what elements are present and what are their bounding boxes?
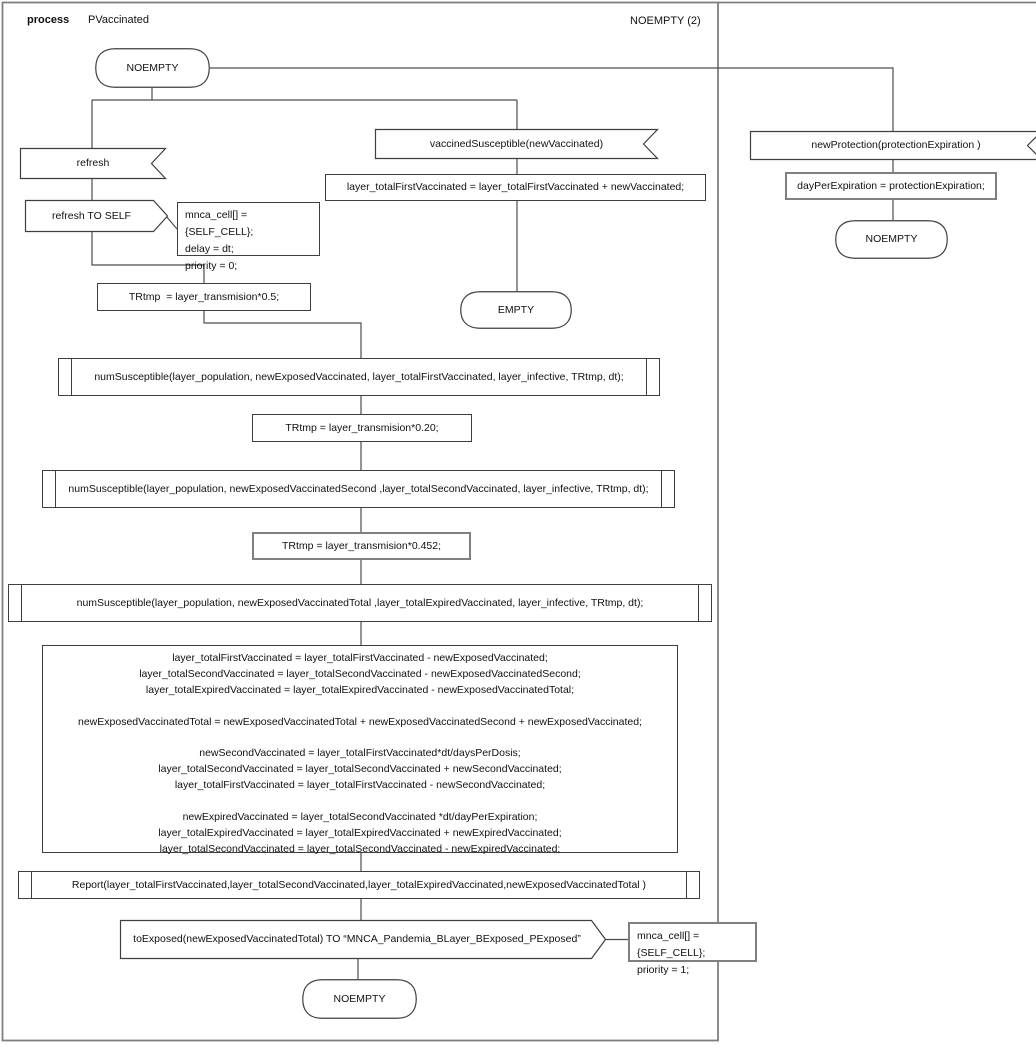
code-box-trtmp-0452[interactable]: TRtmp = layer_transmision*0.452; [252,532,471,560]
code-text: TRtmp = layer_transmision*0.5; [128,290,280,303]
subroutine-text: numSusceptible(layer_population, newExpo… [76,596,644,609]
subroutine-text: Report(layer_totalFirstVaccinated,layer_… [71,878,647,891]
receive-flag-vaccined-susceptible[interactable]: vaccinedSusceptible(newVaccinated) [374,128,659,160]
state-shape [835,220,948,259]
receive-flag-new-protection[interactable]: newProtection(protectionExpiration ) [749,130,1036,161]
subroutine-text: numSusceptible(layer_population, newExpo… [68,482,649,495]
state-label: EMPTY [497,303,535,316]
code-text: mnca_cell[] = {SELF_CELL}; delay = dt; p… [185,209,254,272]
code-text: TRtmp = layer_transmision*0.452; [281,539,442,552]
code-box-mnca-exposed[interactable]: mnca_cell[] = {SELF_CELL}; priority = 1; [628,922,757,976]
code-text: mnca_cell[] = {SELF_CELL}; priority = 1; [637,930,706,976]
code-text: dayPerExpiration = protectionExpiration; [797,179,985,192]
code-box-trtmp-05[interactable]: TRtmp = layer_transmision*0.5; [97,283,311,311]
flag-label: vaccinedSusceptible(newVaccinated) [429,137,604,150]
code-text: layer_totalFirstVaccinated = layer_total… [346,181,685,193]
code-box-update-block[interactable]: layer_totalFirstVaccinated = layer_total… [42,645,678,855]
send-flag-to-exposed[interactable]: toExposed(newExposedVaccinatedTotal) TO … [119,919,607,960]
code-text: layer_totalFirstVaccinated = layer_total… [78,652,642,855]
receive-flag-refresh[interactable]: refresh [19,147,167,180]
subroutine-num-susceptible-2[interactable]: numSusceptible(layer_population, newExpo… [42,470,675,508]
state-label: NOEMPTY [333,992,386,1005]
state-noempty-right[interactable]: NOEMPTY [835,220,948,259]
state-indicator-label: NOEMPTY (2) [630,15,701,27]
state-shape [302,979,417,1019]
send-flag-shape [24,199,169,233]
state-noempty-top[interactable]: NOEMPTY [95,48,210,88]
state-empty[interactable]: EMPTY [460,291,572,329]
subroutine-text: numSusceptible(layer_population, newExpo… [94,370,624,383]
code-box-day-per-expiration[interactable]: dayPerExpiration = protectionExpiration; [785,172,997,200]
flag-label: toExposed(newExposedVaccinatedTotal) TO … [133,933,581,945]
receive-flag-shape [749,130,1036,161]
flag-label: refresh [76,157,110,169]
subroutine-num-susceptible-3[interactable]: numSusceptible(layer_population, newExpo… [8,584,712,622]
connector-lines [91,67,894,979]
code-box-mnca-refresh[interactable]: mnca_cell[] = {SELF_CELL}; delay = dt; p… [177,202,320,272]
flag-label: refresh TO SELF [52,209,131,222]
state-noempty-bottom[interactable]: NOEMPTY [302,979,417,1019]
send-flag-shape [119,919,607,960]
code-box-total-first-vaccinated[interactable]: layer_totalFirstVaccinated = layer_total… [325,174,706,201]
flag-label: newProtection(protectionExpiration ) [811,139,981,151]
receive-flag-shape [19,147,167,180]
process-frame [1,1,719,1042]
process-keyword-label: process [27,14,70,26]
state-label: NOEMPTY [126,61,179,74]
receive-flag-shape [374,128,659,160]
state-shape [95,48,210,88]
code-box-trtmp-020[interactable]: TRtmp = layer_transmision*0.20; [252,414,472,442]
state-label: NOEMPTY [865,233,918,245]
state-shape [460,291,572,329]
subroutine-report[interactable]: Report(layer_totalFirstVaccinated,layer_… [18,871,700,899]
process-name-label: PVaccinated [88,14,149,26]
code-text: TRtmp = layer_transmision*0.20; [285,421,439,434]
subroutine-num-susceptible-1[interactable]: numSusceptible(layer_population, newExpo… [58,358,660,396]
send-flag-refresh-to-self[interactable]: refresh TO SELF [24,199,169,233]
